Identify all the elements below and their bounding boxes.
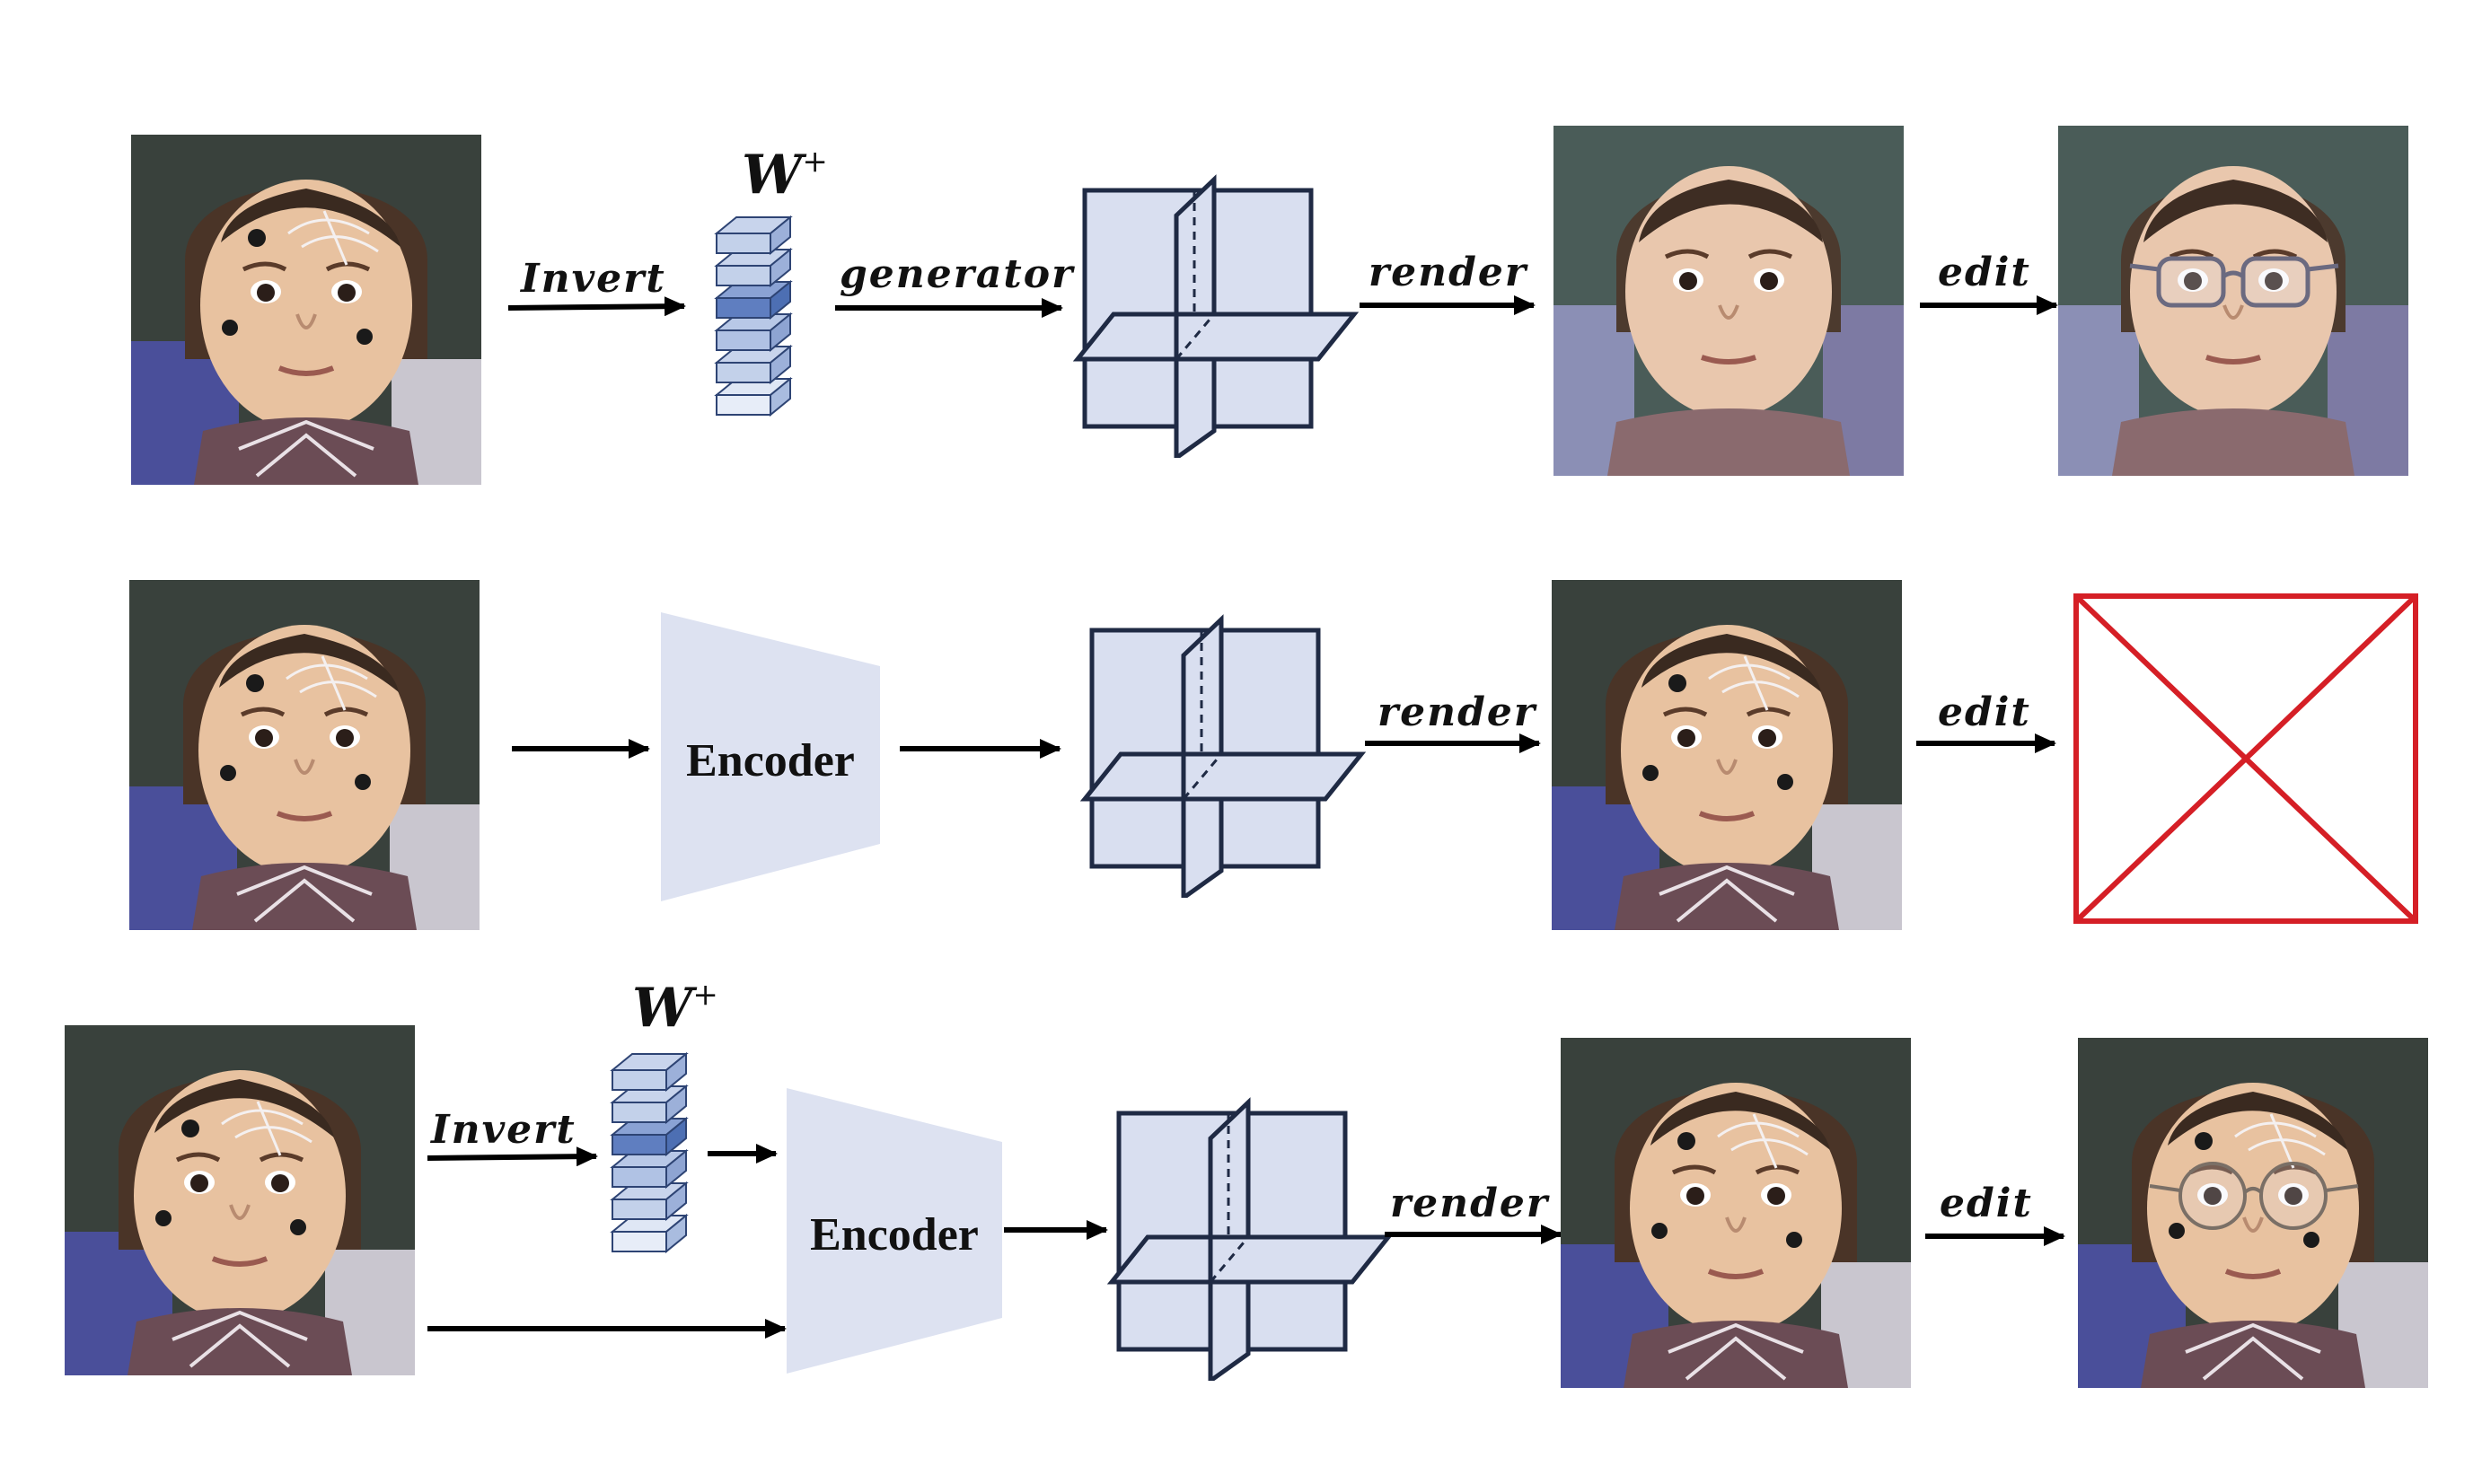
encoder-block (661, 612, 880, 901)
render-label: render (1390, 1181, 1550, 1226)
triplane-representation (1112, 1102, 1388, 1381)
latent-w-plus-label: W+ (742, 144, 828, 206)
invert-arrow (427, 1146, 598, 1167)
row-3-hybrid: Invert W+ Encoder render edit (65, 977, 2428, 1388)
edit-label: edit (1938, 689, 2031, 735)
edit-label: edit (1940, 1181, 2033, 1226)
edit-label: edit (1938, 250, 2031, 295)
triplane-representation (1078, 180, 1354, 458)
generator-label: generator (840, 251, 1075, 297)
encoder-block (787, 1088, 1002, 1374)
render-label: render (1377, 689, 1537, 735)
rendered-face-image (1552, 580, 1902, 930)
invert-label: Invert (429, 1107, 576, 1153)
failed-edit-box (2073, 593, 2418, 924)
input-face-image (129, 580, 480, 930)
input-face-image (65, 1025, 415, 1375)
latent-w-plus-stack (715, 215, 792, 417)
row-2-encoder-only: Encoder render edit (129, 580, 2418, 930)
latent-w-plus-stack (611, 1052, 688, 1253)
encoder-label: Encoder (686, 735, 855, 786)
render-label: render (1369, 250, 1528, 295)
latent-w-plus-label: W+ (632, 977, 718, 1040)
rendered-face-image (1553, 126, 1904, 476)
triplane-representation (1085, 619, 1361, 898)
edited-face-image (2078, 1038, 2428, 1388)
encoder-label: Encoder (810, 1209, 979, 1260)
row-1-optimization: Invert W+ generator render edit (131, 126, 2408, 485)
invert-label: Invert (519, 256, 666, 302)
input-face-image (131, 135, 481, 485)
edited-face-image (2058, 126, 2408, 476)
rendered-face-image (1561, 1038, 1911, 1388)
invert-arrow (507, 296, 686, 317)
